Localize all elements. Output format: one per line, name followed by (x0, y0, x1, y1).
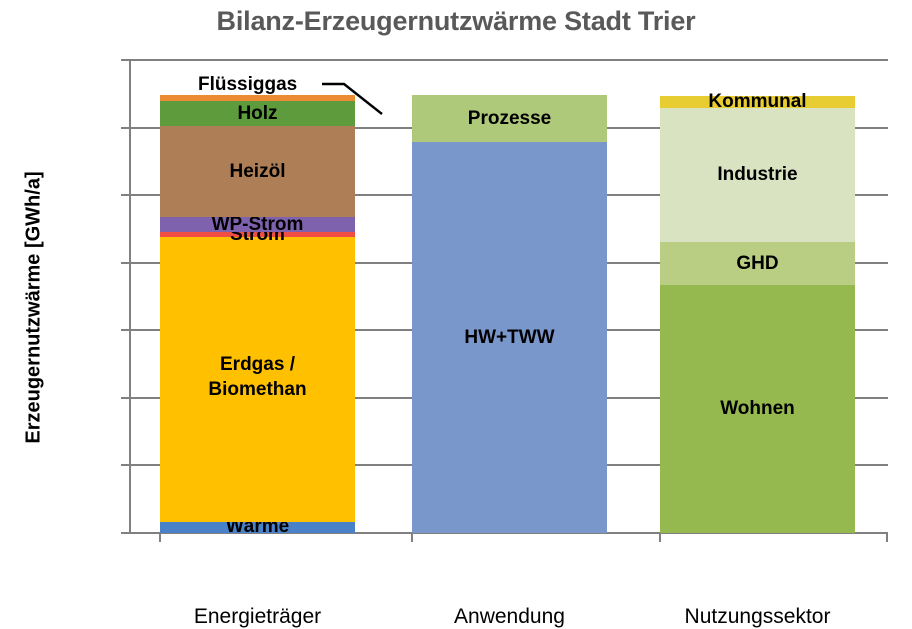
y-axis-line (129, 60, 131, 534)
bar-segment-prozesse[interactable] (412, 95, 607, 143)
x-axis-tick (411, 533, 413, 542)
gridline (130, 532, 888, 534)
y-axis-tick (121, 464, 130, 467)
plot-area: 1.4001.2001.0008006004002000WärmeErdgas … (121, 59, 888, 628)
bar-segment-wp-strom[interactable] (160, 217, 355, 232)
chart-title: Bilanz-Erzeugernutzwärme Stadt Trier (216, 6, 696, 36)
bar-segment-industrie[interactable] (660, 108, 855, 243)
callout-label-fluessiggas: Flüssiggas (198, 74, 298, 95)
x-axis-label-nutzungssektor: Nutzungssektor (684, 605, 831, 628)
bar-segment-wohnen[interactable] (660, 285, 855, 533)
y-axis-tick (121, 126, 130, 129)
bar-segment-erdgas-biomethan[interactable] (160, 237, 355, 522)
bar-segment-strom[interactable] (160, 231, 355, 238)
bar-segment-kommunal[interactable] (660, 95, 855, 109)
gridline (130, 59, 888, 61)
y-axis-tick (121, 396, 130, 399)
bar-segment-wärme[interactable] (160, 521, 355, 533)
y-axis-tick (121, 194, 130, 197)
bar-segment-flüssiggas[interactable] (160, 95, 355, 102)
bar-segment-ghd[interactable] (660, 242, 855, 286)
y-axis-tick (121, 59, 130, 61)
y-axis-title: Erzeugernutzwärme [GWh/a] (22, 171, 45, 444)
chart-root: Bilanz-Erzeugernutzwärme Stadt Trier Erz… (22, 6, 888, 628)
y-axis-tick (121, 329, 130, 332)
bar-segment-holz[interactable] (160, 101, 355, 127)
y-axis-tick (121, 532, 130, 534)
x-axis-tick (159, 533, 161, 542)
x-axis-tick (659, 533, 661, 542)
y-axis-tick (121, 261, 130, 264)
bar-segment-hw+tww[interactable] (412, 142, 607, 533)
x-axis-tick (886, 533, 888, 542)
bar-segment-heizöl[interactable] (160, 126, 355, 218)
